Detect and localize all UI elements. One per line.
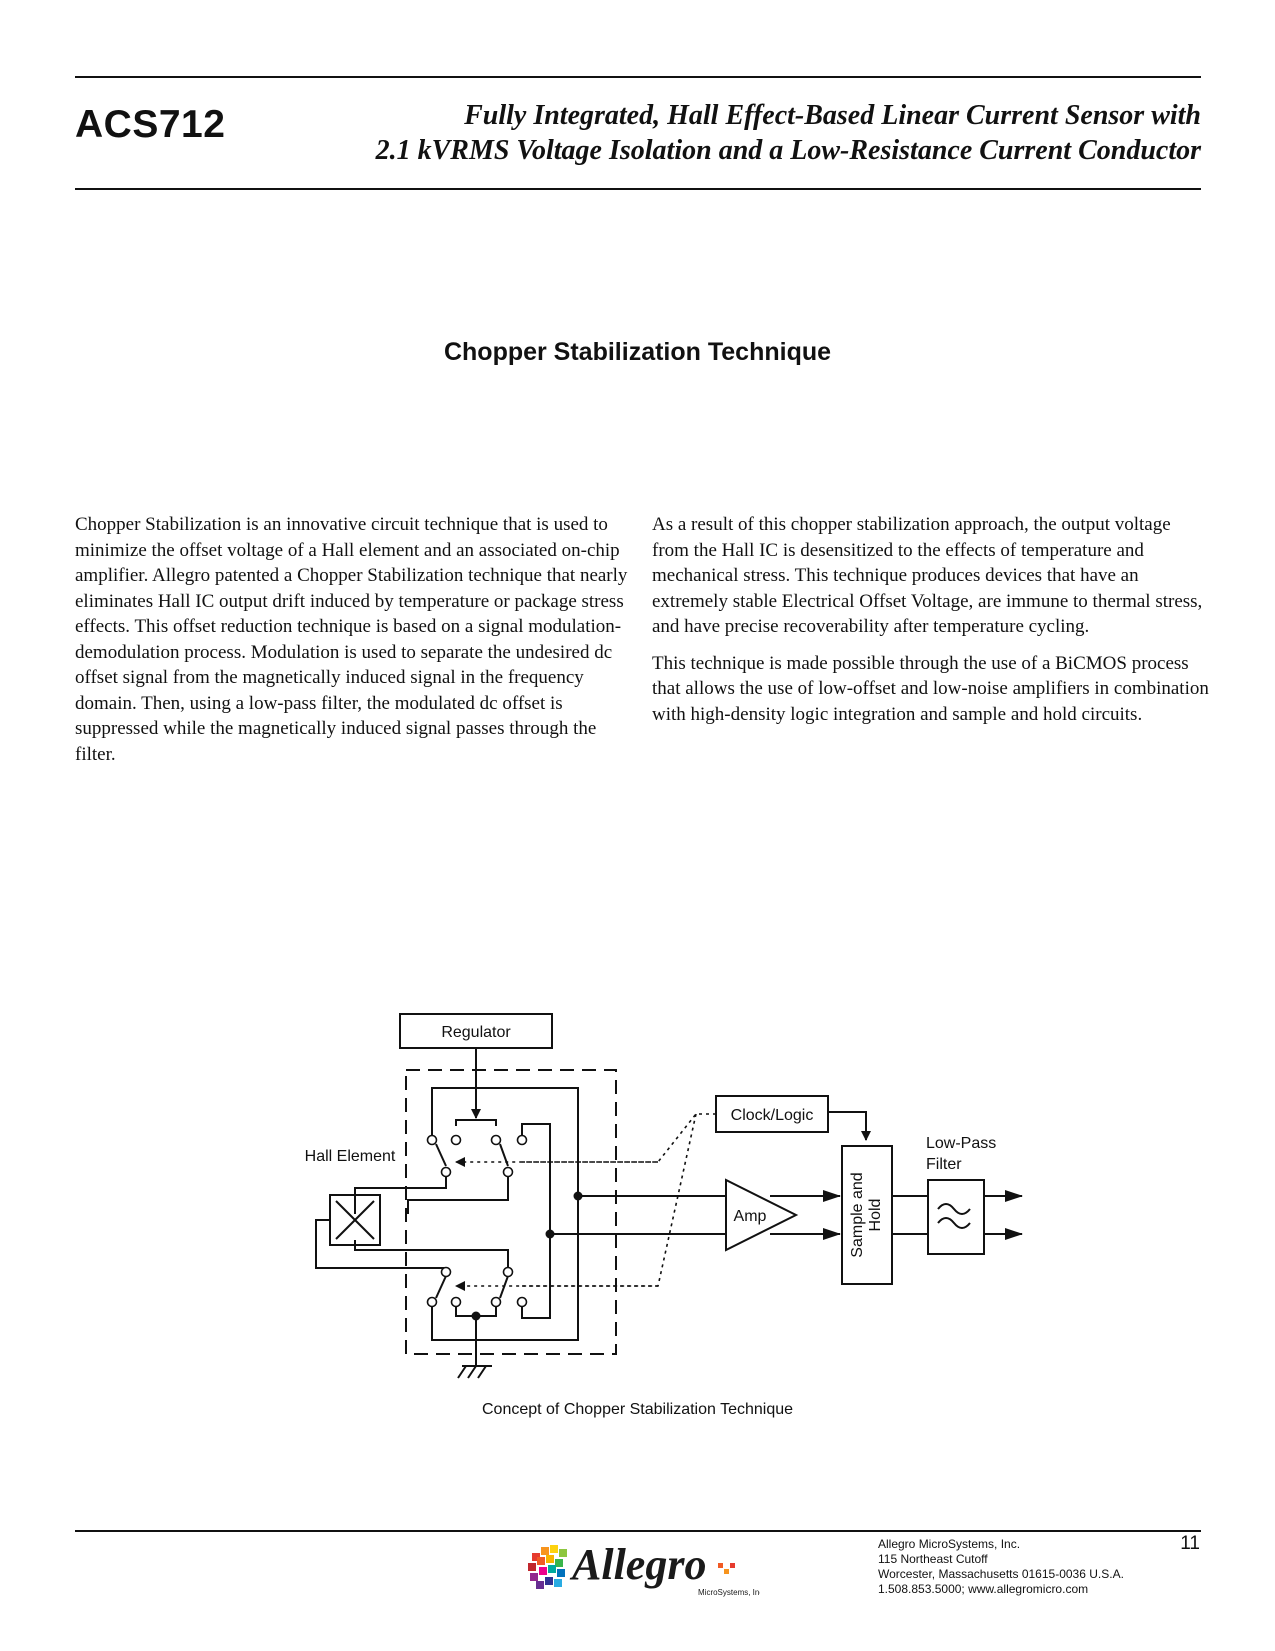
body-paragraph: This technique is made possible through …	[652, 652, 1209, 725]
body-column-left: Chopper Stabilization is an innovative c…	[75, 512, 635, 778]
logo-accent-squares	[718, 1563, 735, 1574]
document-title-line-1: Fully Integrated, Hall Effect-Based Line…	[464, 100, 1201, 131]
address-company: Allegro MicroSystems, Inc.	[878, 1537, 1021, 1551]
low-pass-filter-label-line-2: Filter	[926, 1156, 962, 1173]
footer-address: Allegro MicroSystems, Inc. 115 Northeast…	[878, 1537, 1124, 1597]
section-title: Chopper Stabilization Technique	[443, 338, 832, 366]
footer-rule	[75, 1530, 1201, 1532]
figure-caption: Concept of Chopper Stabilization Techniq…	[481, 1401, 794, 1418]
low-pass-filter-box	[927, 1179, 985, 1255]
sample-and-hold-box	[841, 1145, 893, 1285]
hall-element-label: Hall Element	[305, 1148, 396, 1165]
document-title: Fully Integrated, Hall Effect-Based Line…	[376, 98, 1201, 168]
low-pass-filter-label-line-1: Low-Pass	[926, 1135, 996, 1152]
filter-wave-icon	[937, 1203, 971, 1229]
amp-label: Amp	[734, 1208, 767, 1225]
body-column-right: As a result of this chopper stabilizatio…	[652, 512, 1212, 738]
logo-wordmark: Allegro	[569, 1540, 706, 1589]
clock-logic-label: Clock/Logic	[731, 1107, 814, 1124]
body-paragraph: As a result of this chopper stabilizatio…	[652, 514, 1203, 637]
hall-element-symbol	[329, 1194, 381, 1246]
header-top-rule	[75, 76, 1201, 78]
header-bottom-rule	[75, 188, 1201, 190]
address-city: Worcester, Massachusetts 01615-0036 U.S.…	[878, 1567, 1124, 1581]
logo-subtext: MicroSystems, Inc.	[698, 1588, 760, 1597]
sample-and-hold-label-line-1: Sample and	[849, 1172, 866, 1257]
page-number: 11	[1180, 1533, 1200, 1554]
address-street: 115 Northeast Cutoff	[878, 1552, 988, 1566]
amplifier	[725, 1178, 799, 1252]
sample-and-hold-label-line-2: Hold	[867, 1199, 884, 1232]
allegro-logo: Allegro MicroSystems, Inc.	[528, 1540, 760, 1597]
chopper-dashed-boundary	[405, 1069, 617, 1355]
part-number: ACS712	[75, 103, 226, 146]
logo-pixel-mosaic-icon	[528, 1545, 567, 1589]
body-paragraph: Chopper Stabilization is an innovative c…	[75, 514, 628, 765]
regulator-label: Regulator	[441, 1024, 511, 1041]
document-title-line-2: 2.1 kVRMS Voltage Isolation and a Low-Re…	[375, 135, 1201, 166]
address-contact: 1.508.853.5000; www.allegromicro.com	[878, 1582, 1089, 1596]
